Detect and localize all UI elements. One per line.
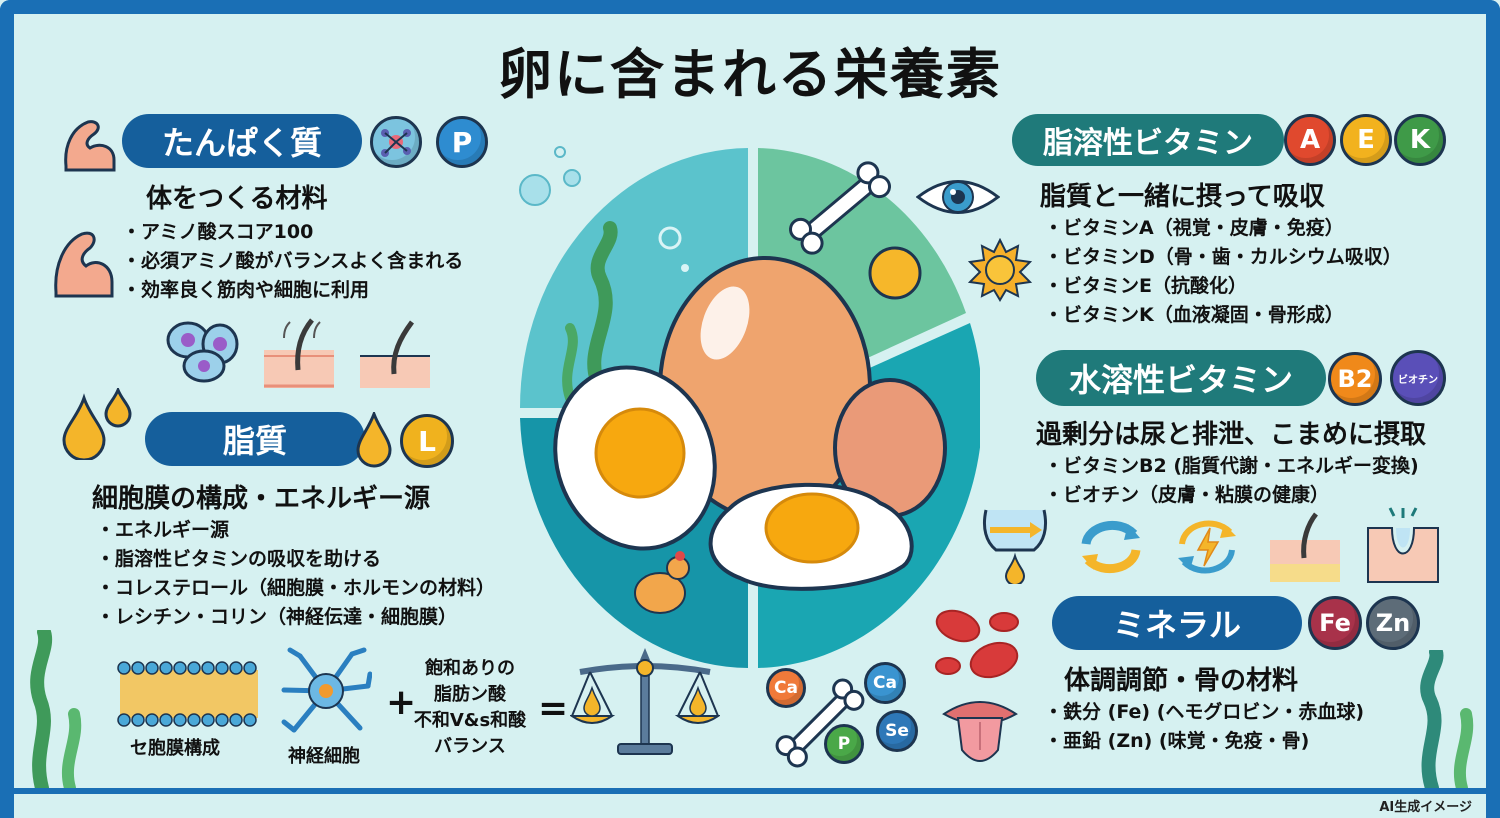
fat-soluble-vitamins-header: 脂溶性ビタミン [1012, 114, 1284, 166]
bullet-item: ビタミンB2 (脂質代謝・エネルギー変換) [1044, 452, 1419, 481]
protein-badge: P [436, 116, 488, 168]
muscle-arm-icon [54, 231, 114, 298]
bullet-item: 効率良く筋肉や細胞に利用 [122, 276, 463, 305]
lipid-subtitle: 細胞膜の構成・エネルギー源 [92, 484, 431, 514]
cell-membrane-icon [117, 661, 258, 727]
water-soluble-subtitle: 過剰分は尿と排泄、こまめに摂取 [1036, 420, 1427, 450]
bullet-item: ビタミンK（血液凝固・骨形成） [1044, 301, 1402, 330]
water-soluble-header-label: 水溶性ビタミン [1068, 361, 1293, 399]
balance-scale-icon [570, 648, 720, 755]
bullet-item: ビタミンE（抗酸化） [1044, 272, 1402, 301]
egg-pie-illustration [520, 148, 980, 668]
oil-drop-icon [356, 412, 392, 468]
phosphorus-badge: P [824, 724, 864, 764]
minerals-subtitle: 体調調節・骨の材料 [1064, 666, 1299, 696]
water-soluble-bullets: ビタミンB2 (脂質代謝・エネルギー変換) ビオチン（皮膚・粘膜の健康） [1044, 452, 1419, 510]
minerals-header: ミネラル [1052, 596, 1302, 650]
minerals-bullets: 鉄分 (Fe) (ヘモグロビン・赤血球) 亜鉛 (Zn) (味覚・免疫・骨) [1044, 698, 1364, 756]
hair-follicle-icon [264, 318, 334, 388]
fat-soluble-header-label: 脂溶性ビタミン [1043, 126, 1253, 161]
bubbles-icon [519, 146, 581, 206]
fatty-acid-balance-text: 飽和ありの 脂肪ン酸 不和V&s和酸 バランス [413, 658, 527, 757]
page-title: 卵に含まれる栄養素 [498, 43, 1002, 106]
bullet-item: エネルギー源 [96, 516, 495, 545]
bullet-item: ビオチン（皮膚・粘膜の健康） [1044, 481, 1419, 510]
footer-divider [14, 788, 1486, 794]
seaweed-icon [30, 630, 82, 788]
neuron-icon [281, 647, 372, 733]
molecule-badge-icon [370, 116, 422, 168]
oil-drops-icon [62, 388, 132, 460]
biotin-badge: ビオチン [1390, 350, 1446, 406]
membrane-label: セ胞膜構成 [130, 738, 220, 759]
calcium-badge: Ca [766, 668, 806, 708]
protein-header-label: たんぱく質 [161, 124, 322, 162]
lipid-badge: L [400, 414, 454, 468]
equals-sign: = [538, 688, 569, 729]
bullet-item: レシチン・コリン（神経伝達・細胞膜） [96, 603, 495, 632]
ai-generated-label: AI生成イメージ [1379, 800, 1472, 815]
bone-icon [775, 678, 865, 768]
bullet-item: ビタミンA（視覚・皮膚・免疫） [1044, 214, 1402, 243]
neuron-label: 神経細胞 [288, 746, 360, 767]
plus-sign: + [386, 682, 417, 723]
iron-badge: Fe [1308, 596, 1362, 650]
bullet-item: アミノ酸スコア100 [122, 218, 463, 247]
eye-icon [916, 180, 1000, 214]
calcium-badge: Ca [864, 662, 906, 704]
bullet-item: 脂溶性ビタミンの吸収を助ける [96, 545, 495, 574]
bullet-item: 亜鉛 (Zn) (味覚・免疫・骨) [1044, 727, 1364, 756]
red-blood-cells-icon [935, 609, 1019, 679]
lipid-bullets: エネルギー源 脂溶性ビタミンの吸収を助ける コレステロール（細胞膜・ホルモンの材… [96, 516, 495, 632]
protein-header: たんぱく質 [122, 114, 362, 168]
mucosa-icon [1367, 507, 1439, 583]
vitamin-a-badge: A [1284, 114, 1336, 166]
fat-soluble-bullets: ビタミンA（視覚・皮膚・免疫） ビタミンD（骨・歯・カルシウム吸収） ビタミンE… [1044, 214, 1402, 330]
minerals-header-label: ミネラル [1112, 606, 1241, 644]
bullet-item: コレステロール（細胞膜・ホルモンの材料） [96, 574, 495, 603]
sun-icon [968, 238, 1032, 302]
protein-bullets: アミノ酸スコア100 必須アミノ酸がバランスよく含まれる 効率良く筋肉や細胞に利… [122, 218, 463, 305]
cycle-arrows-icon [1081, 520, 1141, 574]
tongue-icon [942, 701, 1018, 762]
water-soluble-vitamins-header: 水溶性ビタミン [1036, 350, 1326, 406]
lipid-header: 脂質 [145, 412, 365, 466]
seaweed-icon [1420, 650, 1474, 788]
skin-hair-icon [1270, 512, 1340, 582]
bullet-item: ビタミンD（骨・歯・カルシウム吸収） [1044, 243, 1402, 272]
cells-icon [166, 321, 239, 383]
bullet-item: 必須アミノ酸がバランスよく含まれる [122, 247, 463, 276]
protein-subtitle: 体をつくる材料 [146, 184, 328, 214]
energy-cycle-icon [1178, 520, 1236, 574]
excretion-icon [982, 509, 1048, 584]
selenium-badge: Se [876, 710, 918, 752]
fat-soluble-subtitle: 脂質と一緒に摂って吸収 [1040, 182, 1325, 212]
vitamin-b2-badge: B2 [1328, 352, 1382, 406]
bullet-item: 鉄分 (Fe) (ヘモグロビン・赤血球) [1044, 698, 1364, 727]
vitamin-e-badge: E [1340, 114, 1392, 166]
vitamin-k-badge: K [1394, 114, 1446, 166]
muscle-arm-icon [64, 120, 116, 172]
zinc-badge: Zn [1366, 596, 1420, 650]
lipid-header-label: 脂質 [222, 422, 287, 460]
hair-follicle-icon [360, 320, 430, 388]
